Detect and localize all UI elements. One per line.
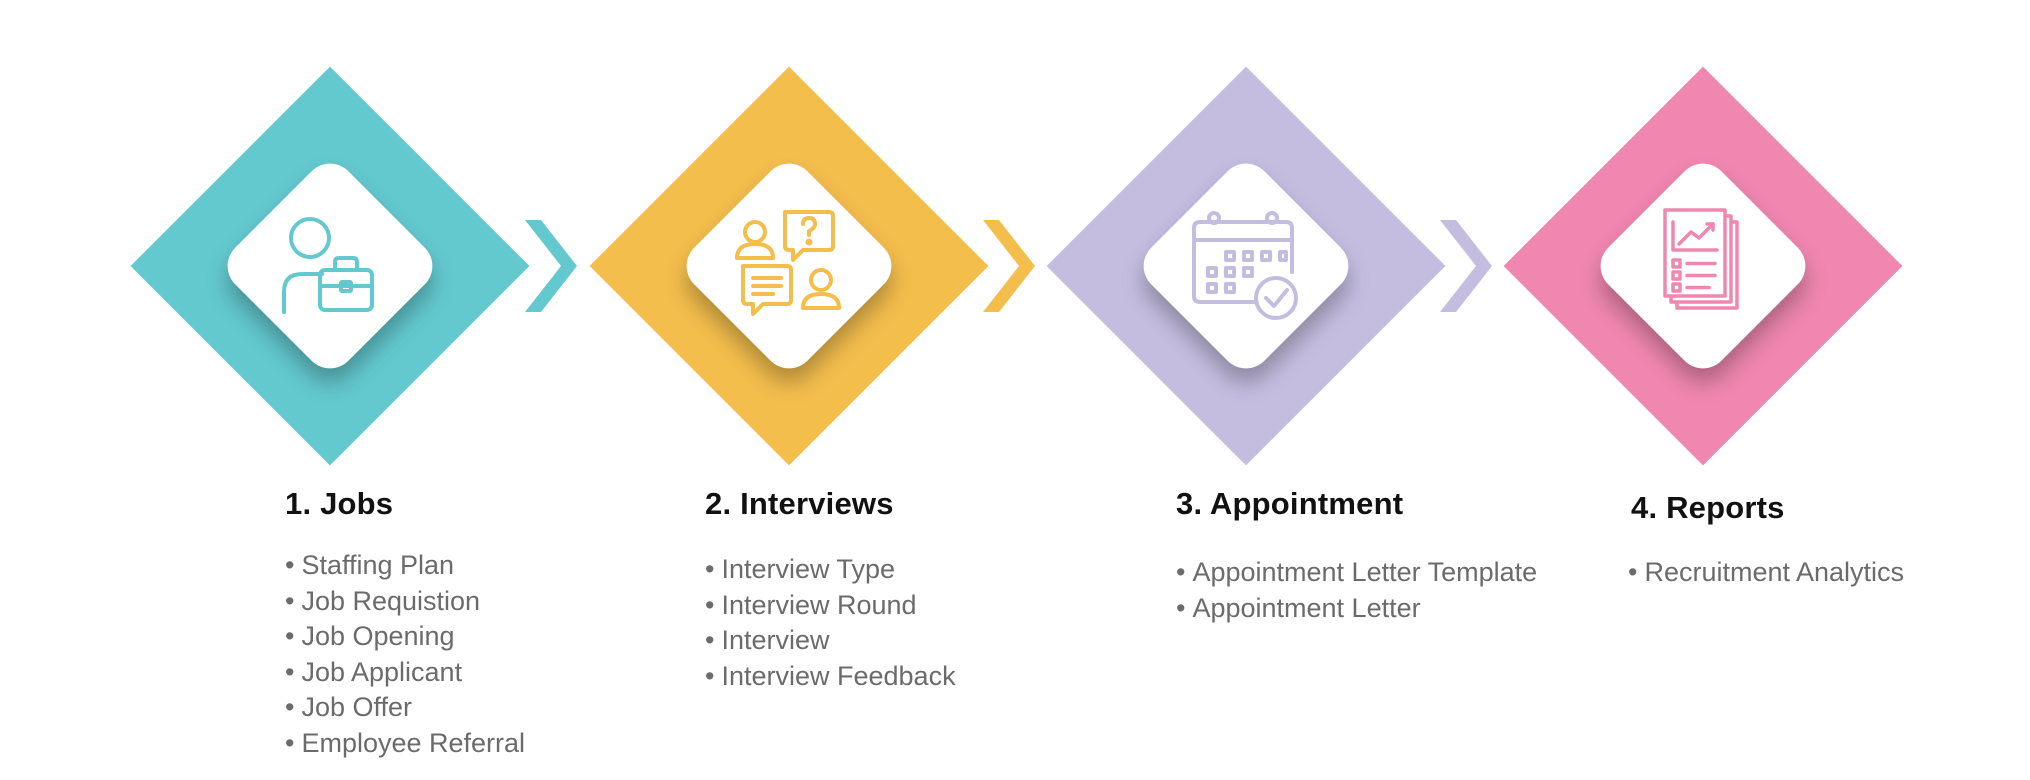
person-briefcase-icon bbox=[270, 206, 390, 326]
step-appointment: 3. Appointment •Appointment Letter Templ… bbox=[1046, 0, 1537, 780]
list-item: •Job Offer bbox=[285, 692, 413, 722]
list-item: •Interview Round bbox=[705, 589, 917, 620]
list-item: •Appointment Letter Template bbox=[1176, 557, 1538, 587]
list-item: •Appointment Letter bbox=[1176, 592, 1421, 623]
step-item-list: •Recruitment Analytics bbox=[1628, 555, 1904, 591]
list-item: •Recruitment Analytics bbox=[1628, 557, 1905, 587]
list-item: •Interview Type bbox=[705, 554, 896, 584]
step-jobs: 1. Jobs •Staffing Plan •Job Requistion •… bbox=[130, 0, 550, 780]
list-item: •Job Requistion bbox=[285, 585, 481, 616]
diamond-reports bbox=[1503, 66, 1903, 466]
step-title: 4. Reports bbox=[1631, 490, 1785, 525]
chevron-right-icon bbox=[1440, 220, 1492, 312]
step-title: 3. Appointment bbox=[1176, 486, 1404, 521]
diamond-appointment bbox=[1046, 66, 1446, 466]
list-item: •Job Opening bbox=[285, 621, 455, 651]
diamond-jobs bbox=[130, 66, 530, 466]
step-reports: 4. Reports •Recruitment Analytics bbox=[1503, 0, 1923, 780]
step-title: 1. Jobs bbox=[285, 486, 394, 521]
list-item: •Employee Referral bbox=[285, 727, 526, 758]
list-item: •Interview Feedback bbox=[705, 660, 956, 691]
calendar-check-icon bbox=[1186, 206, 1306, 326]
list-item: •Interview bbox=[705, 625, 830, 655]
step-item-list: •Interview Type •Interview Round •Interv… bbox=[705, 552, 956, 694]
list-item: •Staffing Plan bbox=[285, 550, 455, 580]
chevron-right-icon bbox=[983, 220, 1035, 312]
diamond-interviews bbox=[589, 66, 989, 466]
chevron-right-icon bbox=[525, 220, 577, 312]
step-item-list: •Staffing Plan •Job Requistion •Job Open… bbox=[285, 548, 525, 761]
report-chart-icon bbox=[1643, 206, 1763, 326]
step-item-list: •Appointment Letter Template •Appointmen… bbox=[1176, 555, 1537, 626]
step-interviews: 2. Interviews •Interview Type •Interview… bbox=[589, 0, 1009, 780]
interview-chat-icon bbox=[729, 206, 849, 326]
list-item: •Job Applicant bbox=[285, 656, 463, 687]
step-title: 2. Interviews bbox=[705, 486, 894, 521]
